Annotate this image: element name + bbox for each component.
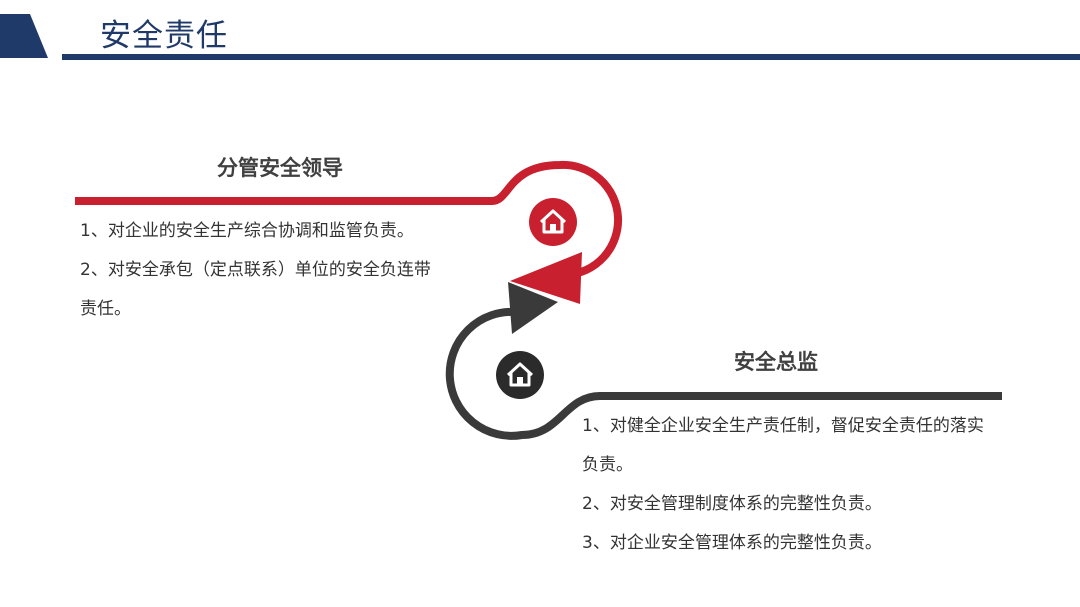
list-item: 1、对健全企业安全生产责任制，督促安全责任的落实负责。 xyxy=(582,416,984,475)
header-divider xyxy=(62,54,1080,60)
section-body-director: 1、对健全企业安全生产责任制，督促安全责任的落实负责。 2、对安全管理制度体系的… xyxy=(582,407,994,563)
page-title: 安全责任 xyxy=(100,18,228,54)
section-title-leader: 分管安全领导 xyxy=(217,156,343,180)
list-item: 1、对企业的安全生产综合协调和监管负责。 xyxy=(80,221,414,241)
section-body-leader: 1、对企业的安全生产综合协调和监管负责。 2、对安全承包（定点联系）单位的安全负… xyxy=(80,212,432,329)
list-item: 2、对安全管理制度体系的完整性负责。 xyxy=(582,494,882,514)
home-icon xyxy=(496,351,544,399)
list-item: 3、对企业安全管理体系的完整性负责。 xyxy=(582,533,882,553)
section-title-director: 安全总监 xyxy=(734,350,818,374)
dark-curve-line xyxy=(445,307,1002,440)
header-corner-shape xyxy=(0,14,48,58)
list-item: 2、对安全承包（定点联系）单位的安全负连带责任。 xyxy=(80,260,431,319)
red-arrowhead xyxy=(510,252,582,304)
home-icon xyxy=(529,198,577,246)
red-curve-line xyxy=(75,160,622,279)
dark-arrowhead xyxy=(508,282,558,334)
